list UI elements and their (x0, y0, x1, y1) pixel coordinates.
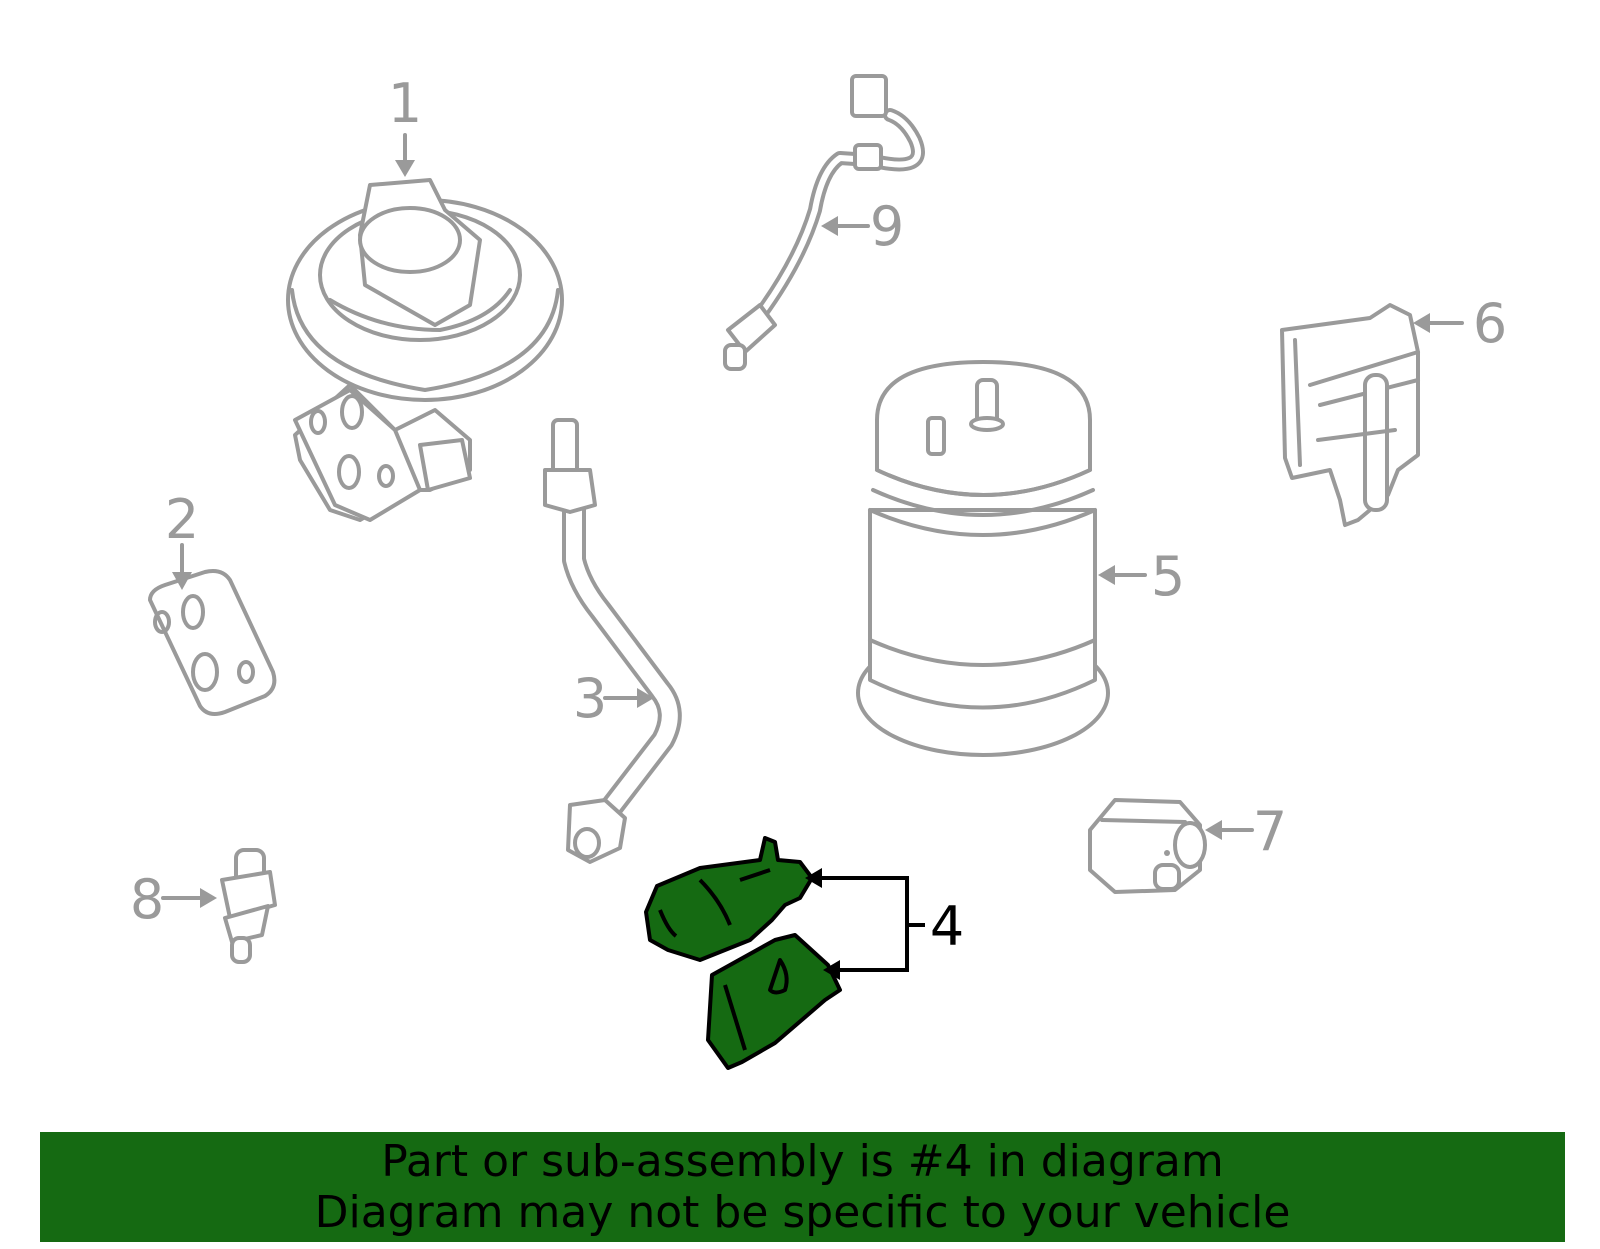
callout-3-arrowhead (637, 688, 654, 708)
callout-7-arrowhead (1205, 820, 1222, 840)
part-5-canister[interactable] (856, 360, 1110, 757)
part-3-egr-tube[interactable] (543, 418, 682, 864)
callout-4-label[interactable]: 4 (930, 895, 964, 958)
callout-1-label[interactable]: 1 (388, 72, 422, 135)
callout-5-label[interactable]: 5 (1151, 545, 1185, 608)
callout-2-label[interactable]: 2 (165, 488, 199, 551)
callout-3-label[interactable]: 3 (573, 667, 607, 730)
part-9-oxygen-sensor[interactable] (723, 74, 925, 371)
callout-9-arrowhead (821, 216, 838, 236)
parts-diagram: 1 2 3 4 (130, 72, 1507, 1070)
callout-1-arrowhead (395, 160, 415, 177)
callout-4-bracket-line (822, 876, 909, 972)
part-2-gasket[interactable] (148, 569, 277, 716)
callout-4-arrowhead-bottom (823, 960, 840, 980)
callout-6-label[interactable]: 6 (1473, 292, 1507, 355)
callout-2-arrowhead (172, 572, 192, 590)
info-banner: Part or sub-assembly is #4 in diagram Di… (40, 1132, 1565, 1242)
part-4-bracket-assembly[interactable] (644, 836, 842, 1070)
callout-5-arrowhead (1098, 565, 1115, 585)
callout-6-arrowhead (1413, 313, 1430, 333)
callout-8-label[interactable]: 8 (130, 868, 164, 931)
callout-9-label[interactable]: 9 (870, 195, 904, 258)
banner-line-2: Diagram may not be specific to your vehi… (314, 1187, 1291, 1238)
callout-4-arrowhead-top (805, 868, 822, 888)
part-6-bracket[interactable] (1280, 303, 1420, 527)
part-1-egr-valve[interactable] (286, 178, 564, 522)
callout-8-arrowhead (200, 888, 217, 908)
banner-line-1: Part or sub-assembly is #4 in diagram (381, 1136, 1224, 1187)
callout-7-label[interactable]: 7 (1253, 800, 1287, 863)
part-7-solenoid[interactable] (1088, 798, 1207, 894)
part-8-sensor[interactable] (220, 848, 277, 964)
